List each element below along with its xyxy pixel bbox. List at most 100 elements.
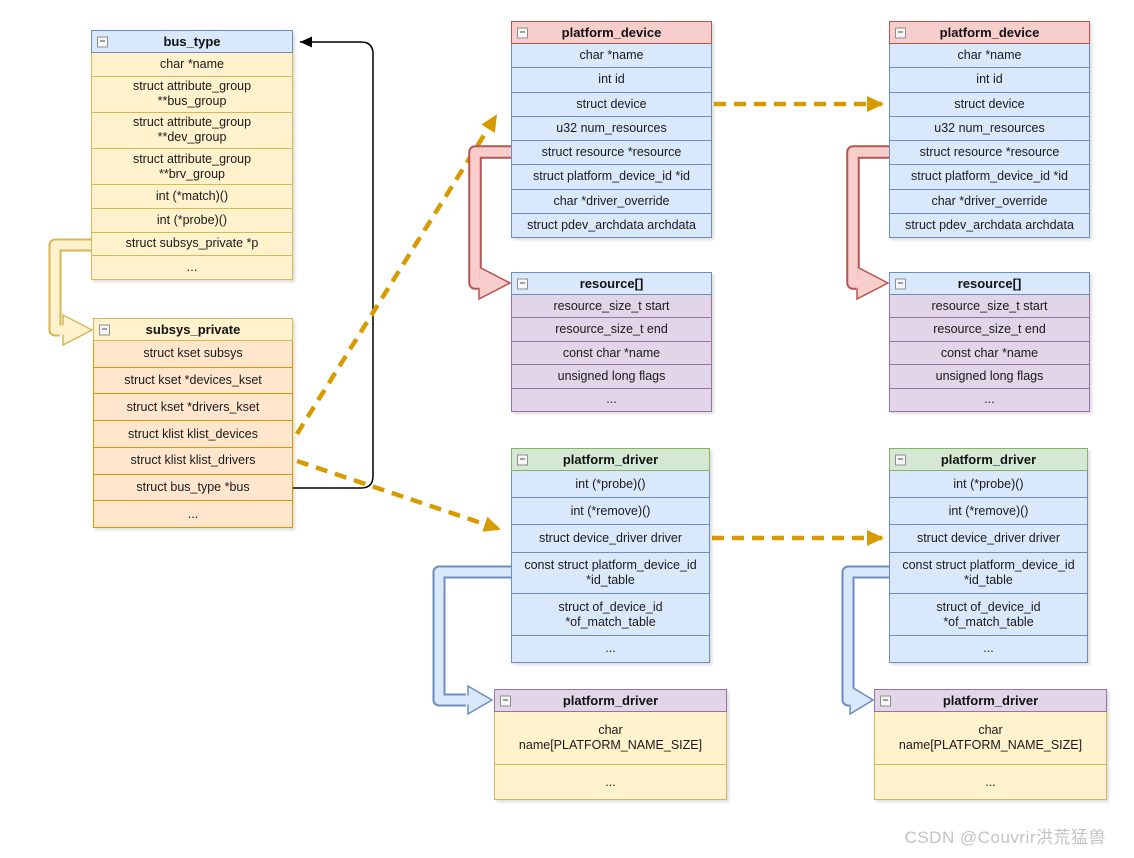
collapse-icon[interactable]	[895, 278, 906, 289]
field-row: u32 num_resources	[890, 115, 1089, 140]
field-row: struct kset *devices_kset	[94, 366, 292, 394]
field-row: struct attribute_group **brv_group	[92, 148, 292, 184]
field-row: resource_size_t end	[890, 317, 1089, 340]
field-row: char *name	[160, 56, 224, 71]
field-row: int (*remove)()	[512, 497, 709, 524]
field-row: struct resource *resource	[512, 140, 711, 164]
field-row: char name[PLATFORM_NAME_SIZE]	[518, 723, 703, 753]
field-row: char *driver_override	[890, 188, 1089, 213]
field-row: resource_size_t start	[553, 298, 670, 313]
struct-fields: int (*probe)() int (*remove)()struct devi…	[511, 471, 710, 663]
collapse-icon[interactable]	[517, 454, 528, 465]
collapse-icon[interactable]	[880, 695, 891, 706]
collapse-icon[interactable]	[517, 27, 528, 38]
struct-header: bus_type	[91, 30, 293, 53]
struct-title: platform_device	[939, 25, 1040, 40]
watermark: CSDN @Couvrir洪荒猛兽	[904, 828, 1106, 847]
struct-header: resource[]	[511, 272, 712, 295]
field-row: resource_size_t end	[512, 317, 711, 340]
collapse-icon[interactable]	[517, 278, 528, 289]
collapse-icon[interactable]	[500, 695, 511, 706]
field-row: struct pdev_archdata archdata	[512, 212, 711, 237]
field-row: struct attribute_group **dev_group	[92, 111, 292, 148]
field-row: struct pdev_archdata archdata	[890, 212, 1089, 237]
field-row: struct platform_device_id *id	[512, 164, 711, 188]
struct-header: platform_driver	[494, 689, 727, 712]
field-row: struct platform_device_id *id	[890, 164, 1089, 188]
field-row: ...	[890, 634, 1087, 662]
field-row: struct of_device_id *of_match_table	[512, 593, 709, 635]
struct-title: resource[]	[579, 276, 644, 291]
struct-title: platform_device	[561, 25, 662, 40]
struct-header: platform_driver	[511, 448, 710, 471]
field-row: struct device_driver driver	[512, 524, 709, 551]
connector-klist-drivers	[296, 458, 501, 532]
field-row: struct of_device_id *of_match_table	[890, 593, 1087, 635]
struct-header: platform_driver	[889, 448, 1088, 471]
field-row: struct klist klist_drivers	[94, 446, 292, 474]
struct-fields: char *name struct attribute_group **bus_g…	[91, 53, 293, 280]
field-row: const struct platform_device_id *id_tabl…	[890, 551, 1087, 594]
field-row: struct subsys_private *p	[92, 231, 292, 256]
struct-fields: char name[PLATFORM_NAME_SIZE]...	[494, 712, 727, 800]
field-row: resource_size_t start	[931, 298, 1048, 313]
struct-fields: char name[PLATFORM_NAME_SIZE]...	[874, 712, 1107, 800]
field-row: char *driver_override	[512, 188, 711, 213]
collapse-icon[interactable]	[895, 454, 906, 465]
field-row: struct attribute_group **bus_group	[92, 75, 292, 112]
field-row: ...	[512, 634, 709, 662]
field-row: struct device_driver driver	[890, 524, 1087, 551]
field-row: int id	[890, 67, 1089, 91]
field-row: int (*probe)()	[953, 476, 1024, 491]
struct-fields: struct kset subsys struct kset *devices_k…	[93, 341, 293, 528]
field-row: char *name	[579, 48, 644, 63]
connector-resource-pointer-right	[846, 145, 890, 301]
field-row: int (*probe)()	[575, 476, 646, 491]
field-row: int (*probe)()	[92, 207, 292, 232]
field-row: struct kset *drivers_kset	[94, 393, 292, 420]
field-row: u32 num_resources	[512, 115, 711, 140]
struct-fields: int (*probe)() int (*remove)()struct devi…	[889, 471, 1088, 663]
struct-title: resource[]	[957, 276, 1022, 291]
collapse-icon[interactable]	[895, 27, 906, 38]
field-row: struct bus_type *bus	[94, 473, 292, 501]
struct-title: platform_driver	[940, 452, 1037, 467]
field-row: ...	[875, 764, 1106, 799]
collapse-icon[interactable]	[99, 324, 110, 335]
struct-fields: resource_size_t start resource_size_t end…	[889, 295, 1090, 412]
field-row: ...	[512, 387, 711, 411]
field-row: ...	[495, 764, 726, 799]
field-row: const struct platform_device_id *id_tabl…	[512, 551, 709, 594]
struct-header: platform_driver	[874, 689, 1107, 712]
field-row: struct device	[512, 91, 711, 116]
field-row: char *name	[957, 48, 1022, 63]
field-row: const char *name	[512, 340, 711, 364]
collapse-icon[interactable]	[97, 36, 108, 47]
field-row: int (*remove)()	[890, 497, 1087, 524]
field-row: struct klist klist_devices	[94, 420, 292, 447]
field-row: const char *name	[890, 340, 1089, 364]
field-row: unsigned long flags	[890, 364, 1089, 387]
struct-header: resource[]	[889, 272, 1090, 295]
connector-subsys-private-pointer	[48, 238, 94, 347]
struct-title: bus_type	[163, 34, 221, 49]
field-row: struct resource *resource	[890, 140, 1089, 164]
field-row: struct kset subsys	[143, 346, 243, 361]
struct-header: subsys_private	[93, 318, 293, 341]
field-row: ...	[94, 500, 292, 527]
struct-header: platform_device	[511, 21, 712, 44]
struct-fields: resource_size_t start resource_size_t end…	[511, 295, 712, 412]
struct-title: platform_driver	[562, 452, 659, 467]
struct-title: platform_driver	[942, 693, 1039, 708]
